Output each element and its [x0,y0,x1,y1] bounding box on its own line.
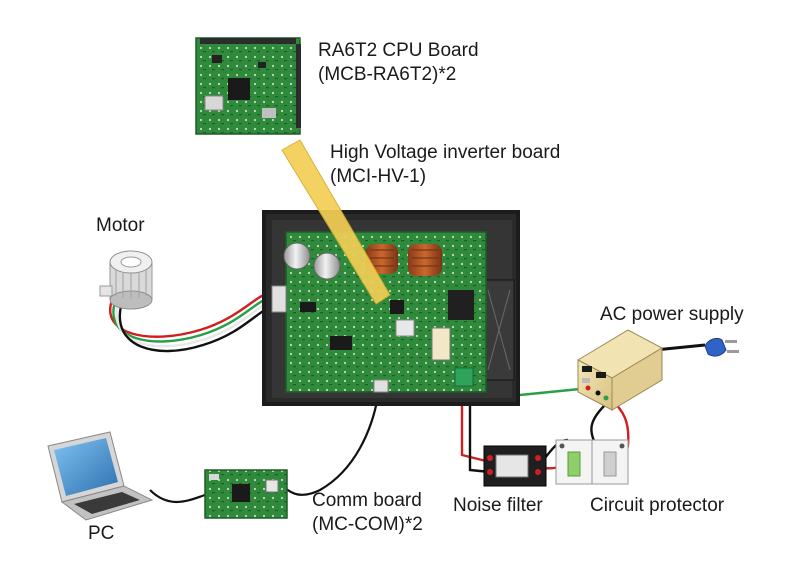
motor-cable [109,290,273,353]
highlight-beam [281,139,391,305]
circuit-protector-illustration [555,439,629,485]
inverter-board-part-number: (MCI-HV-1) [330,166,427,187]
motor-label: Motor [96,215,145,236]
inverter-board-label: High Voltage inverter board (MCI-HV-1) [330,141,560,189]
motor-illustration [99,250,153,310]
cpu-board-part-number: (MCB-RA6T2)*2 [318,64,457,85]
ac-power-supply-illustration [576,329,664,411]
inverter-board-name: High Voltage inverter board [330,142,561,163]
cpu-board-illustration [195,37,301,135]
noise-filter-illustration [483,445,547,487]
circuit-protector-label: Circuit protector [590,495,725,516]
comm-board-label: Comm board (MC-COM)*2 [312,489,423,537]
power-plug-icon [704,337,739,357]
comm-board-name: Comm board [312,490,422,511]
pc-label: PC [88,523,115,544]
laptop-pc-illustration [47,431,154,521]
inverter-board-illustration [271,231,487,393]
comm-cable [284,395,380,496]
comm-board-illustration [204,469,288,519]
cpu-board-name: RA6T2 CPU Board [318,40,479,61]
cpu-board-label: RA6T2 CPU Board (MCB-RA6T2)*2 [318,39,479,87]
comm-board-part-number: (MC-COM)*2 [312,514,423,535]
pc-cable [149,489,206,504]
ac-power-supply-label: AC power supply [600,304,744,325]
noise-filter-label: Noise filter [453,495,543,516]
